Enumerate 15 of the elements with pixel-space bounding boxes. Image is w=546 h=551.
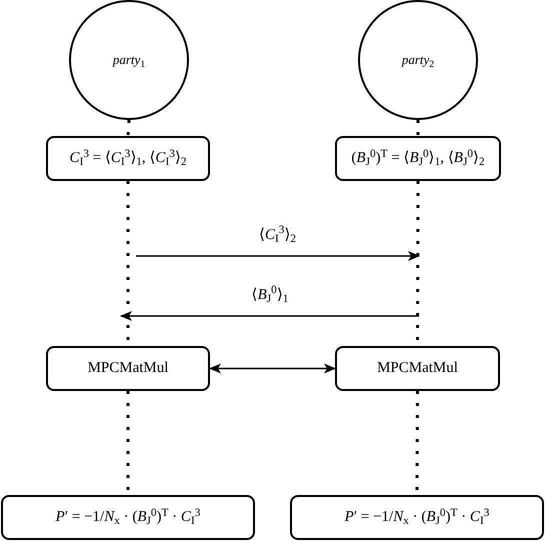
process-box [335,346,500,391]
box-text: C$_{I}$$^{3}$ = ⟨C$_{I}$$^{3}$⟩$_{1}$, ⟨C$_{I}$$^{3}$⟩$_{2}$ [70,147,186,170]
lifeline [126,120,130,136]
lifeline [416,120,420,136]
box-text: (B$_{J}$$^{0}$)$^{T}$ = ⟨B$_{J}$$^{0}$⟩$_{1}$, ⟨B$_{J}$$^{0}$⟩$_{2}$ [351,147,485,170]
party-name: party$_{2}$ [402,51,434,70]
process-box [46,136,210,181]
process-box [1,495,255,540]
process-box [335,136,501,181]
process-box [290,495,544,540]
arrow [209,364,336,374]
party-name: party$_{1}$ [112,51,146,70]
box-text: MPCMatMul [377,359,458,378]
process-box [46,346,210,391]
box-text: MPCMatMul [88,359,168,378]
